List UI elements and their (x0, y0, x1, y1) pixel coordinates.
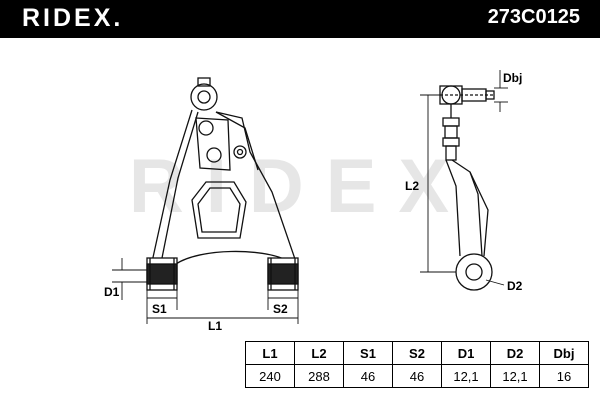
header-bar: RIDEX. 273C0125 (0, 0, 600, 38)
spec-header-s2: S2 (392, 341, 442, 365)
label-d1: D1 (104, 285, 120, 299)
spec-value-s2: 46 (392, 364, 442, 388)
spec-header-row: L1 L2 S1 S2 D1 D2 Dbj (245, 341, 589, 365)
brand-logo: RIDEX. (22, 4, 124, 32)
spec-header-l1: L1 (245, 341, 295, 365)
technical-drawing: RIDEX (104, 70, 523, 333)
spec-value-l1: 240 (245, 364, 295, 388)
spec-value-d2: 12,1 (490, 364, 540, 388)
label-l2: L2 (405, 179, 419, 193)
spec-header-d1: D1 (441, 341, 491, 365)
dimension-lines-side (420, 70, 508, 286)
label-dbj: Dbj (503, 71, 522, 85)
spec-table: L1 L2 S1 S2 D1 D2 Dbj 240 288 46 46 12,1… (245, 341, 589, 388)
control-arm-side-view (439, 85, 495, 291)
label-s1: S1 (152, 302, 167, 316)
label-d2: D2 (507, 279, 523, 293)
label-l1: L1 (208, 319, 222, 333)
part-number: 273C0125 (487, 6, 580, 28)
spec-value-dbj: 16 (539, 364, 589, 388)
spec-header-l2: L2 (294, 341, 344, 365)
watermark-text: RIDEX (129, 144, 471, 229)
spec-header-dbj: Dbj (539, 341, 589, 365)
spec-value-d1: 12,1 (441, 364, 491, 388)
spec-value-row: 240 288 46 46 12,1 12,1 16 (245, 364, 589, 388)
left-bushing (146, 257, 178, 291)
spec-header-d2: D2 (490, 341, 540, 365)
right-bushing (267, 257, 299, 291)
label-s2: S2 (273, 302, 288, 316)
spec-value-s1: 46 (343, 364, 393, 388)
spec-value-l2: 288 (294, 364, 344, 388)
spec-header-s1: S1 (343, 341, 393, 365)
dimension-lines-front (112, 258, 299, 324)
